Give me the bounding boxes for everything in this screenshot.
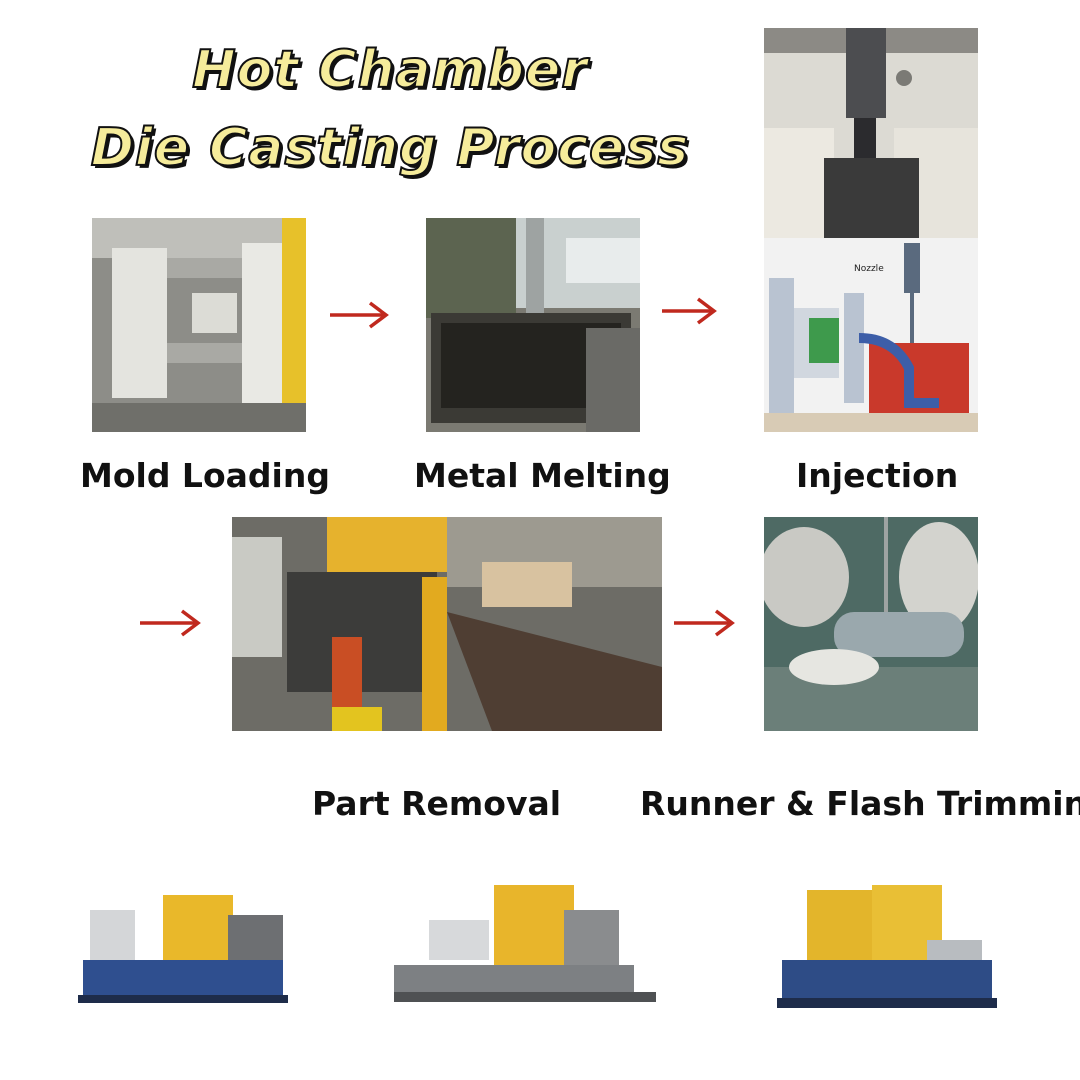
arrow-right-icon (138, 608, 202, 638)
step-label-trimming: Runner & Flash Trimming (640, 784, 1080, 823)
title-line-1: Hot Chamber (191, 40, 588, 100)
arrow-right-icon (660, 296, 718, 326)
arrow-right-icon (672, 608, 736, 638)
step-label-injection: Injection (796, 456, 959, 495)
injection-diagram: Nozzle (764, 238, 978, 432)
title-line-2: Die Casting Process (90, 118, 690, 178)
machine-image-1 (78, 880, 288, 1010)
part-removal-photo (232, 517, 662, 731)
machine-image-2 (394, 880, 656, 1010)
step-label-part-removal: Part Removal (312, 784, 562, 823)
metal-melting-photo (426, 218, 640, 432)
step-label-mold-loading: Mold Loading (80, 456, 330, 495)
arrow-right-icon (328, 300, 390, 330)
step-label-metal-melting: Metal Melting (414, 456, 671, 495)
machine-image-3 (762, 880, 1002, 1020)
mold-loading-photo (92, 218, 306, 432)
nozzle-label: Nozzle (854, 264, 884, 274)
trimming-photo (764, 517, 978, 731)
injection-photo (764, 28, 978, 238)
